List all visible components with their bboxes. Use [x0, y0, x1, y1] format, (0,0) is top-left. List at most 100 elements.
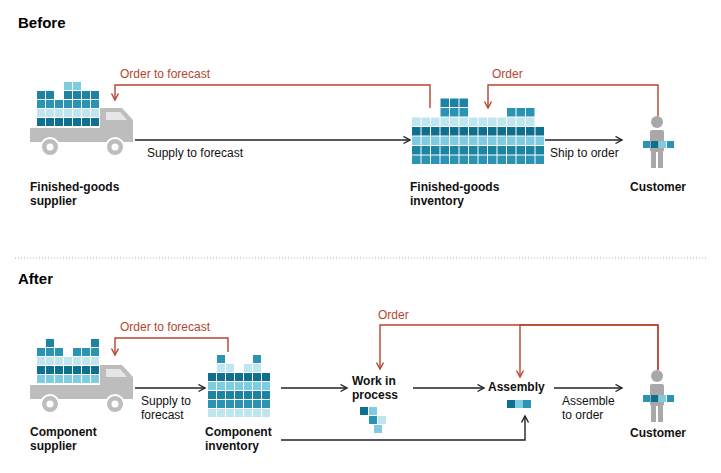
- stock-cell: [450, 156, 459, 165]
- stock-cell: [262, 391, 270, 399]
- part-cell: [369, 407, 377, 415]
- stock-cell: [422, 156, 431, 165]
- stock-cell: [488, 146, 497, 155]
- part-cell: [378, 416, 386, 424]
- stock-cell: [46, 366, 54, 374]
- stock-cell: [64, 109, 72, 117]
- stock-cell: [37, 375, 45, 383]
- stock-cell: [517, 127, 526, 136]
- section-divider: [15, 258, 706, 259]
- stock-cell: [450, 127, 459, 136]
- stock-cell: [226, 409, 234, 417]
- stock-cell: [217, 400, 225, 408]
- held-item: [643, 141, 650, 148]
- stock-cell: [82, 100, 90, 108]
- stock-cell: [64, 357, 72, 365]
- person-head: [651, 370, 663, 382]
- stock-cell: [450, 108, 459, 117]
- stock-cell: [82, 366, 90, 374]
- held-item: [643, 395, 650, 402]
- stock-cell: [82, 118, 90, 126]
- supply-flow-arrow: [281, 387, 347, 388]
- stock-cell: [91, 109, 99, 117]
- flow-label: Supply to forecast: [145, 146, 245, 160]
- stock-cell: [226, 382, 234, 390]
- stock-cell: [64, 375, 72, 383]
- stock-cell: [431, 118, 440, 127]
- supply-flow-arrow: [135, 387, 205, 388]
- node-label: Component supplier: [30, 425, 135, 453]
- stock-cell: [226, 373, 234, 381]
- stock-cell: [226, 391, 234, 399]
- stock-cell: [55, 348, 63, 356]
- stock-cell: [479, 118, 488, 127]
- stock-cell: [253, 400, 261, 408]
- stock-cell: [217, 355, 225, 363]
- stock-cell: [460, 146, 469, 155]
- stock-cell: [412, 127, 421, 136]
- stock-cell: [526, 118, 535, 127]
- stock-cell: [217, 409, 225, 417]
- node-label: Customer: [622, 180, 694, 194]
- stock-cell: [235, 391, 243, 399]
- flow-label: Order to forecast: [118, 320, 212, 334]
- stock-cell: [46, 339, 54, 347]
- wheel-hub: [112, 401, 119, 408]
- stock-cell: [412, 118, 421, 127]
- stock-cell: [507, 156, 516, 165]
- supply-flow-arrow: [413, 387, 484, 388]
- order-flow-arrow: [520, 325, 658, 377]
- stock-cell: [64, 118, 72, 126]
- stock-cell: [55, 100, 63, 108]
- stock-cell: [422, 146, 431, 155]
- held-item: [651, 395, 658, 402]
- illustration-group: [30, 82, 674, 433]
- flow-label: Assemble to order: [560, 394, 626, 422]
- customer-node: Customer: [622, 116, 694, 194]
- stock-cell: [73, 109, 81, 117]
- stock-cell: [517, 146, 526, 155]
- stock-cell: [208, 391, 216, 399]
- stock-cell: [460, 118, 469, 127]
- stock-cell: [208, 400, 216, 408]
- stock-cell: [460, 99, 469, 108]
- wheel-hub: [112, 144, 119, 151]
- stock-cell: [73, 91, 81, 99]
- stock-cell: [244, 382, 252, 390]
- stock-cell: [479, 127, 488, 136]
- stock-cell: [235, 382, 243, 390]
- stock-cell: [37, 348, 45, 356]
- stock-cell: [244, 409, 252, 417]
- stock-cell: [217, 364, 225, 372]
- stock-cell: [55, 375, 63, 383]
- stock-cell: [536, 137, 545, 146]
- stock-cell: [46, 100, 54, 108]
- stock-cell: [46, 348, 54, 356]
- stock-cell: [55, 109, 63, 117]
- order-flow-arrow: [115, 85, 430, 108]
- assembled-cell: [523, 400, 531, 408]
- supplier-node: Finished-goods supplier: [30, 100, 135, 208]
- stock-cell: [526, 108, 535, 117]
- node-label: Finished-goods supplier: [30, 180, 135, 208]
- stock-cell: [55, 357, 63, 365]
- stock-cell: [244, 391, 252, 399]
- stock-cell: [46, 109, 54, 117]
- flow-label: Order: [490, 67, 525, 81]
- stock-cell: [488, 137, 497, 146]
- stock-cell: [217, 382, 225, 390]
- stock-cell: [253, 391, 261, 399]
- section-heading: After: [18, 270, 53, 287]
- stock-cell: [450, 99, 459, 108]
- stock-cell: [441, 108, 450, 117]
- stock-cell: [498, 118, 507, 127]
- truck-cab: [100, 108, 133, 128]
- truck-wheel: [106, 138, 124, 156]
- stock-cell: [73, 348, 81, 356]
- stock-cell: [469, 118, 478, 127]
- stock-cell: [64, 82, 72, 90]
- stock-cell: [441, 146, 450, 155]
- stock-cell: [82, 357, 90, 365]
- stock-cell: [64, 100, 72, 108]
- stock-cell: [253, 382, 261, 390]
